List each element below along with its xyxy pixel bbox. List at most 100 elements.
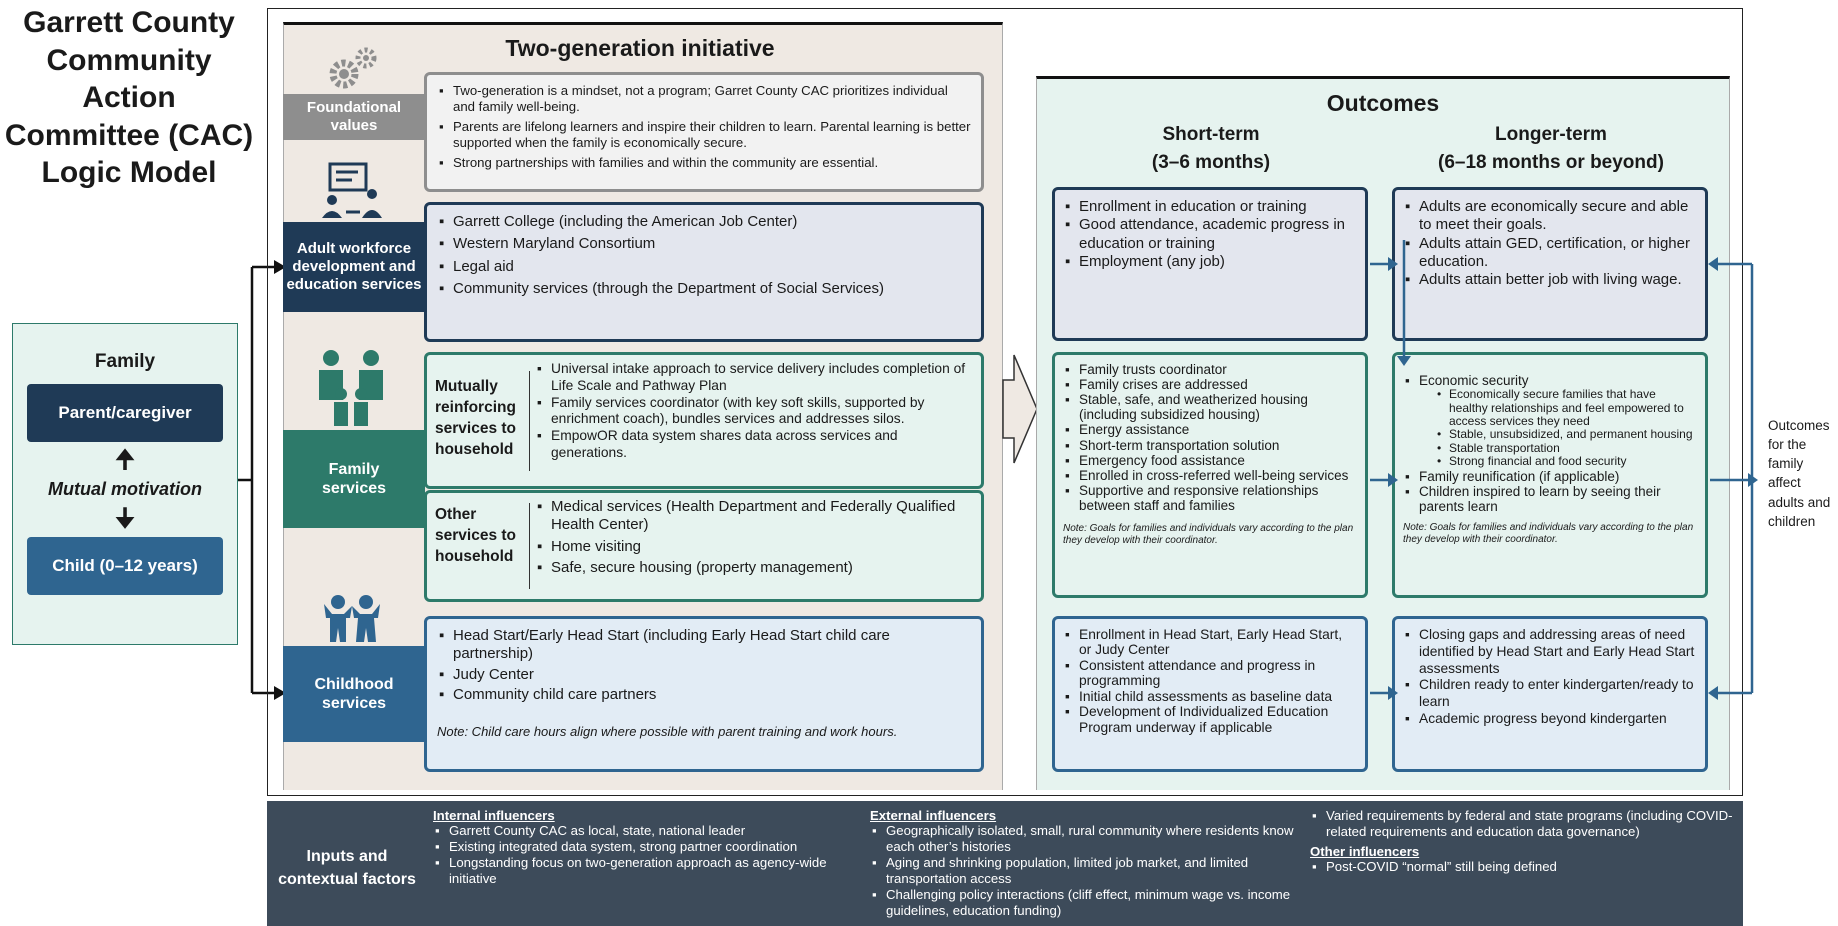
list-item: Parents are lifelong learners and inspir… [437, 119, 971, 151]
list-item: Closing gaps and addressing areas of nee… [1403, 627, 1697, 677]
short-term-adult-box: Enrollment in education or training Good… [1052, 187, 1368, 341]
list-item: Aging and shrinking population, limited … [870, 855, 1304, 887]
gears-icon [322, 42, 384, 94]
list-item: Employment (any job) [1063, 253, 1357, 272]
mutual-services-label: Mutually reinforcing services to househo… [435, 378, 516, 458]
family-box: Family Parent/caregiver 🠉 Mutual motivat… [12, 323, 238, 645]
family-heading: Family [94, 351, 156, 372]
long-term-child-box: Closing gaps and addressing areas of nee… [1392, 616, 1708, 772]
long-term-adult-list: Adults are economically secure and able … [1403, 198, 1697, 290]
children-icon [318, 594, 386, 644]
outcomes-side-note: Outcomes for the family affect adults an… [1768, 418, 1831, 529]
long-term-family-list: Economic security [1403, 373, 1697, 388]
adult-workforce-label: Adult workforce development and educatio… [283, 222, 425, 312]
list-item: Energy assistance [1063, 422, 1357, 437]
presentation-icon [318, 160, 388, 220]
list-item: Longstanding focus on two-generation app… [433, 855, 843, 887]
list-item: Enrollment in education or training [1063, 198, 1357, 217]
list-item: Enrolled in cross-referred well-being se… [1063, 468, 1357, 483]
down-arrow-icon: 🠋 [114, 503, 136, 533]
list-item: Development of Individualized Education … [1063, 704, 1357, 735]
main-frame [267, 8, 1743, 796]
childhood-services-list: Head Start/Early Head Start (including E… [437, 627, 971, 704]
list-item: Short-term transportation solution [1063, 438, 1357, 453]
list-item: Medical services (Health Department and … [535, 498, 975, 535]
list-item: Family services coordinator (with key so… [535, 395, 975, 429]
list-item: Community child care partners [437, 686, 971, 705]
long-term-heading: Longer-term [1495, 124, 1607, 145]
list-item: Adults attain better job with living wag… [1403, 271, 1697, 290]
internal-influencers: Internal influencers Garrett County CAC … [433, 808, 843, 887]
short-term-family-note: Note: Goals for families and individuals… [1063, 523, 1354, 547]
list-item: Family trusts coordinator [1063, 362, 1357, 377]
external-influencers: External influencers Geographically isol… [870, 808, 1304, 920]
list-item: Judy Center [437, 666, 971, 685]
mutual-services-list: Universal intake approach to service del… [535, 361, 975, 462]
list-item: Stable, unsubsidized, and permanent hous… [1427, 427, 1697, 442]
family-icon [313, 348, 389, 430]
other-influencers-heading: Other influencers [1310, 844, 1420, 860]
external-influencers-heading: External influencers [870, 808, 997, 823]
short-term-family-box: Family trusts coordinator Family crises … [1052, 352, 1368, 598]
external-influencers-list: Geographically isolated, small, rural co… [870, 823, 1304, 920]
internal-influencers-list: Garrett County CAC as local, state, nati… [433, 823, 843, 887]
adult-services-list: Garrett College (including the American … [437, 213, 971, 298]
foundational-values-label: Foundational values [283, 94, 425, 140]
other-services-label: Other services to household [435, 506, 516, 565]
list-item: EmpowOR data system shares data across s… [535, 428, 975, 462]
list-item: Adults are economically secure and able … [1403, 198, 1697, 235]
outcomes-title: Outcomes [1326, 90, 1440, 116]
list-item: Enrollment in Head Start, Early Head Sta… [1063, 627, 1357, 658]
list-item: Adults attain GED, certification, or hig… [1403, 235, 1697, 272]
outcome-arrows [1370, 240, 1758, 700]
child-box: Child (0–12 years) [27, 537, 223, 595]
list-item: Children inspired to learn by seeing the… [1403, 484, 1697, 514]
external-influencers-list-2: Varied requirements by federal and state… [1310, 808, 1740, 840]
big-arrow-icon [1002, 354, 1038, 464]
list-item: Emergency food assistance [1063, 453, 1357, 468]
long-term-family-box: Economic security Economically secure fa… [1392, 352, 1708, 598]
parent-caregiver-box: Parent/caregiver [27, 384, 223, 442]
list-item: Academic progress beyond kindergarten [1403, 711, 1697, 728]
inputs-label: Inputs and contextual factors [278, 848, 416, 889]
short-term-range: (3–6 months) [1151, 152, 1271, 173]
page-title: Garrett County Community Action Committe… [4, 6, 254, 189]
divider [529, 371, 530, 471]
family-services-label: Family services [283, 430, 425, 528]
other-services-box: Other services to household Medical serv… [424, 490, 984, 602]
long-term-range: (6–18 months or beyond) [1438, 152, 1664, 173]
list-item: Existing integrated data system, strong … [433, 839, 843, 855]
list-item: Universal intake approach to service del… [535, 361, 975, 395]
list-item: Economic security [1403, 373, 1697, 388]
list-item: Good attendance, academic progress in ed… [1063, 216, 1357, 253]
list-item: Safe, secure housing (property managemen… [535, 559, 975, 578]
short-term-adult-list: Enrollment in education or training Good… [1063, 198, 1357, 271]
initiative-title: Two-generation initiative [505, 35, 775, 61]
list-item: Garrett County CAC as local, state, nati… [433, 823, 843, 839]
list-item: Initial child assessments as baseline da… [1063, 689, 1357, 705]
list-item: Family crises are addressed [1063, 377, 1357, 392]
foundational-values-box: Two-generation is a mindset, not a progr… [424, 72, 984, 192]
childhood-services-label: Childhood services [283, 646, 425, 742]
long-term-child-list: Closing gaps and addressing areas of nee… [1403, 627, 1697, 728]
list-item: Post-COVID “normal” still being defined [1310, 859, 1740, 875]
family-connectors [238, 260, 286, 700]
list-item: Family reunification (if applicable) [1403, 469, 1697, 484]
list-item: Consistent attendance and progress in pr… [1063, 658, 1357, 689]
short-term-heading: Short-term [1162, 124, 1260, 145]
list-item: Supportive and responsive relationships … [1063, 483, 1357, 513]
divider [529, 503, 530, 589]
up-arrow-icon: 🠉 [114, 444, 136, 474]
mutual-services-box: Mutually reinforcing services to househo… [424, 352, 984, 489]
foundational-values-list: Two-generation is a mindset, not a progr… [437, 83, 971, 172]
adult-services-box: Garrett College (including the American … [424, 202, 984, 342]
list-item: Economically secure families that have h… [1427, 387, 1697, 428]
long-term-family-list-2: Family reunification (if applicable) Chi… [1403, 469, 1697, 514]
mutual-motivation-label: Mutual motivation [48, 479, 202, 499]
list-item: Community services (through the Departme… [437, 280, 971, 299]
list-item: Western Maryland Consortium [437, 235, 971, 254]
internal-influencers-heading: Internal influencers [433, 808, 555, 823]
more-influencers: Varied requirements by federal and state… [1310, 808, 1740, 875]
list-item: Strong financial and food security [1427, 454, 1697, 469]
long-term-adult-box: Adults are economically secure and able … [1392, 187, 1708, 341]
